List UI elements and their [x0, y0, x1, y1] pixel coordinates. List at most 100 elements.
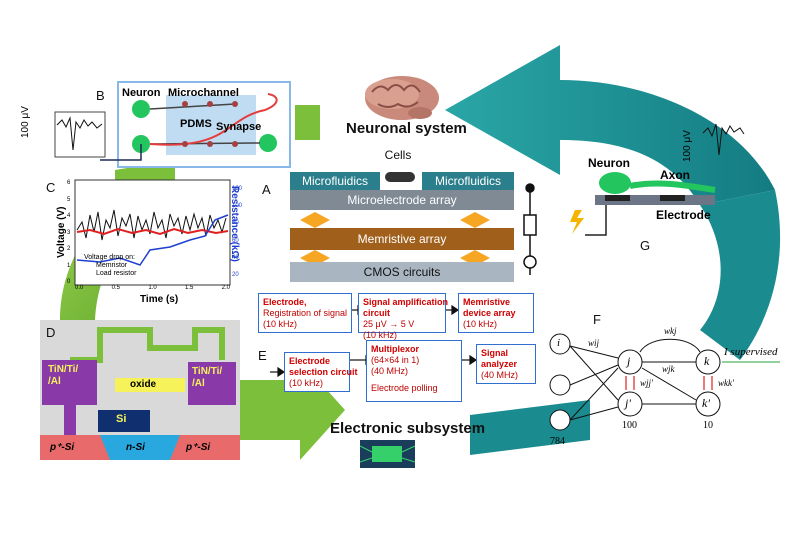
trace-b-box	[54, 111, 106, 158]
node-kp: k'	[702, 396, 710, 410]
electrode-path	[70, 327, 225, 363]
panel-label-a: A	[262, 182, 271, 197]
p-si-left	[40, 435, 110, 460]
cells-label: Cells	[384, 148, 412, 162]
weight-jk: wjk	[662, 364, 675, 374]
panel-c-xlabel: Time (s)	[140, 294, 179, 305]
panel-c-legend-memristor: Memristor	[96, 262, 128, 269]
ytick: 80	[232, 220, 239, 227]
panel-b-neuron: Neuron	[122, 87, 161, 99]
ytick: 120	[232, 186, 243, 192]
weight-ij: wij	[588, 338, 600, 348]
memristive-box-title: Memristive device array	[463, 297, 516, 318]
ytick: 4	[67, 213, 71, 219]
cell-on-array	[385, 172, 415, 182]
chip-icon	[359, 440, 416, 468]
panel-label-f: F	[593, 312, 601, 327]
panel-b-scale: 100 μV	[20, 106, 31, 138]
lightning-icon	[570, 210, 584, 234]
panel-label-e: E	[258, 348, 267, 363]
i-supervised: I supervised	[724, 346, 778, 358]
electrode-box: Electrode, Registration of signal (10 kH…	[258, 293, 352, 333]
tin-left-block	[42, 360, 97, 405]
microfluidics-left: Microfluidics	[290, 172, 380, 190]
panel-c-legend-load: Load resistor	[96, 270, 137, 277]
count-10: 10	[703, 420, 713, 431]
ytick: 1	[67, 262, 71, 269]
green-connector	[295, 105, 320, 140]
tin-right-label: TiN/Ti/ /Al	[192, 366, 223, 389]
amplification-box-title: Signal amplification circuit	[363, 297, 449, 318]
electrode-box-title: Electrode,	[263, 297, 307, 307]
panel-b-pdms: PDMS	[180, 118, 212, 130]
multiplexor-box-title: Multiplexor	[371, 344, 420, 354]
ytick: 3	[67, 229, 71, 236]
xtick: 0.0	[75, 285, 84, 291]
selection-box: Electrode selection circuit (10 kHz)	[284, 352, 358, 392]
tin-left-label: TiN/Ti/ /Al	[48, 364, 79, 387]
teal-bottom-band	[470, 400, 590, 455]
p-si-right-label: p⁺-Si	[186, 442, 211, 453]
node-k: k	[704, 354, 710, 368]
n-si-label: n-Si	[126, 442, 145, 453]
teal-return-arc	[700, 190, 781, 360]
panel-label-g: G	[640, 238, 651, 253]
selection-box-sub: (10 kHz)	[289, 378, 324, 388]
xtick: 1.0	[148, 285, 157, 291]
panel-label-c: C	[46, 180, 56, 195]
panel-c-xticks: 0.0 0.5 1.0 1.5 2.0	[75, 285, 230, 291]
trace-b	[56, 116, 103, 151]
ytick: 40	[232, 254, 239, 261]
ytick: 20	[232, 271, 239, 278]
axon-lines	[149, 93, 278, 146]
microfluidics-right: Microfluidics	[422, 172, 514, 190]
multiplexor-box-note: Electrode polling	[371, 383, 438, 393]
panel-c-ylabel-left: Voltage (V)	[56, 206, 67, 258]
count-100: 100	[622, 420, 637, 431]
panel-label-d: D	[46, 325, 56, 340]
ytick: 5	[67, 196, 71, 203]
panel-f-edges	[569, 338, 780, 421]
panel-g-device	[570, 172, 716, 236]
panel-f-network	[549, 333, 721, 431]
trace-resistance	[76, 214, 229, 266]
oxide-layer	[115, 378, 185, 392]
ytick: 60	[232, 237, 239, 244]
ytick: 0	[67, 279, 71, 285]
tin-left-post	[64, 405, 76, 435]
cmos-circuits: CMOS circuits	[290, 262, 514, 282]
panel-b-synapse: Synapse	[216, 121, 262, 133]
xtick: 2.0	[221, 285, 230, 291]
xtick: 0.5	[111, 285, 120, 291]
teal-cycle-arrow	[445, 45, 775, 205]
panel-f-lateral	[625, 376, 713, 390]
panel-b-microchannel: Microchannel	[168, 87, 239, 99]
xtick: 1.5	[184, 285, 194, 291]
analyzer-box: Signal analyzer (40 MHz)	[476, 344, 536, 384]
multiplexor-box: Multiplexor (64×64 in 1) (40 MHz) Electr…	[366, 340, 462, 402]
amplification-box-sub: 25 μV → 5 V (10 kHz)	[363, 319, 415, 340]
ytick: 6	[67, 180, 71, 186]
synapse-dots	[182, 101, 238, 147]
node-jp: j'	[625, 396, 631, 410]
panel-c-yticks-right: 20 40 60 80 100 120	[232, 186, 242, 278]
weight-kj: wkj	[664, 326, 677, 336]
panel-g-scale: 100 μV	[682, 130, 693, 162]
node-j: j	[627, 354, 631, 368]
weight-jjp: wjj'	[640, 378, 653, 388]
panel-b-loop	[100, 144, 142, 161]
panel-g-axon: Axon	[660, 168, 690, 182]
memristive-box-sub: (10 kHz)	[463, 319, 498, 329]
tin-right-block	[188, 362, 236, 405]
microelectrode-array: Microelectrode array	[290, 190, 514, 210]
memristive-box: Memristive device array (10 kHz)	[458, 293, 534, 333]
memristive-array: Memristive array	[290, 228, 514, 250]
panel-c-legend-title: Voltage drop on:	[84, 254, 135, 261]
panel-c-yticks-left: 0 1 2 3 4 5 6	[67, 180, 70, 285]
trace-memristor	[76, 209, 227, 241]
neuronal-system-title: Neuronal system	[346, 120, 467, 137]
node-i: i	[557, 337, 561, 349]
selection-box-title: Electrode selection circuit	[289, 356, 358, 377]
trace-load-resistor	[76, 227, 229, 236]
